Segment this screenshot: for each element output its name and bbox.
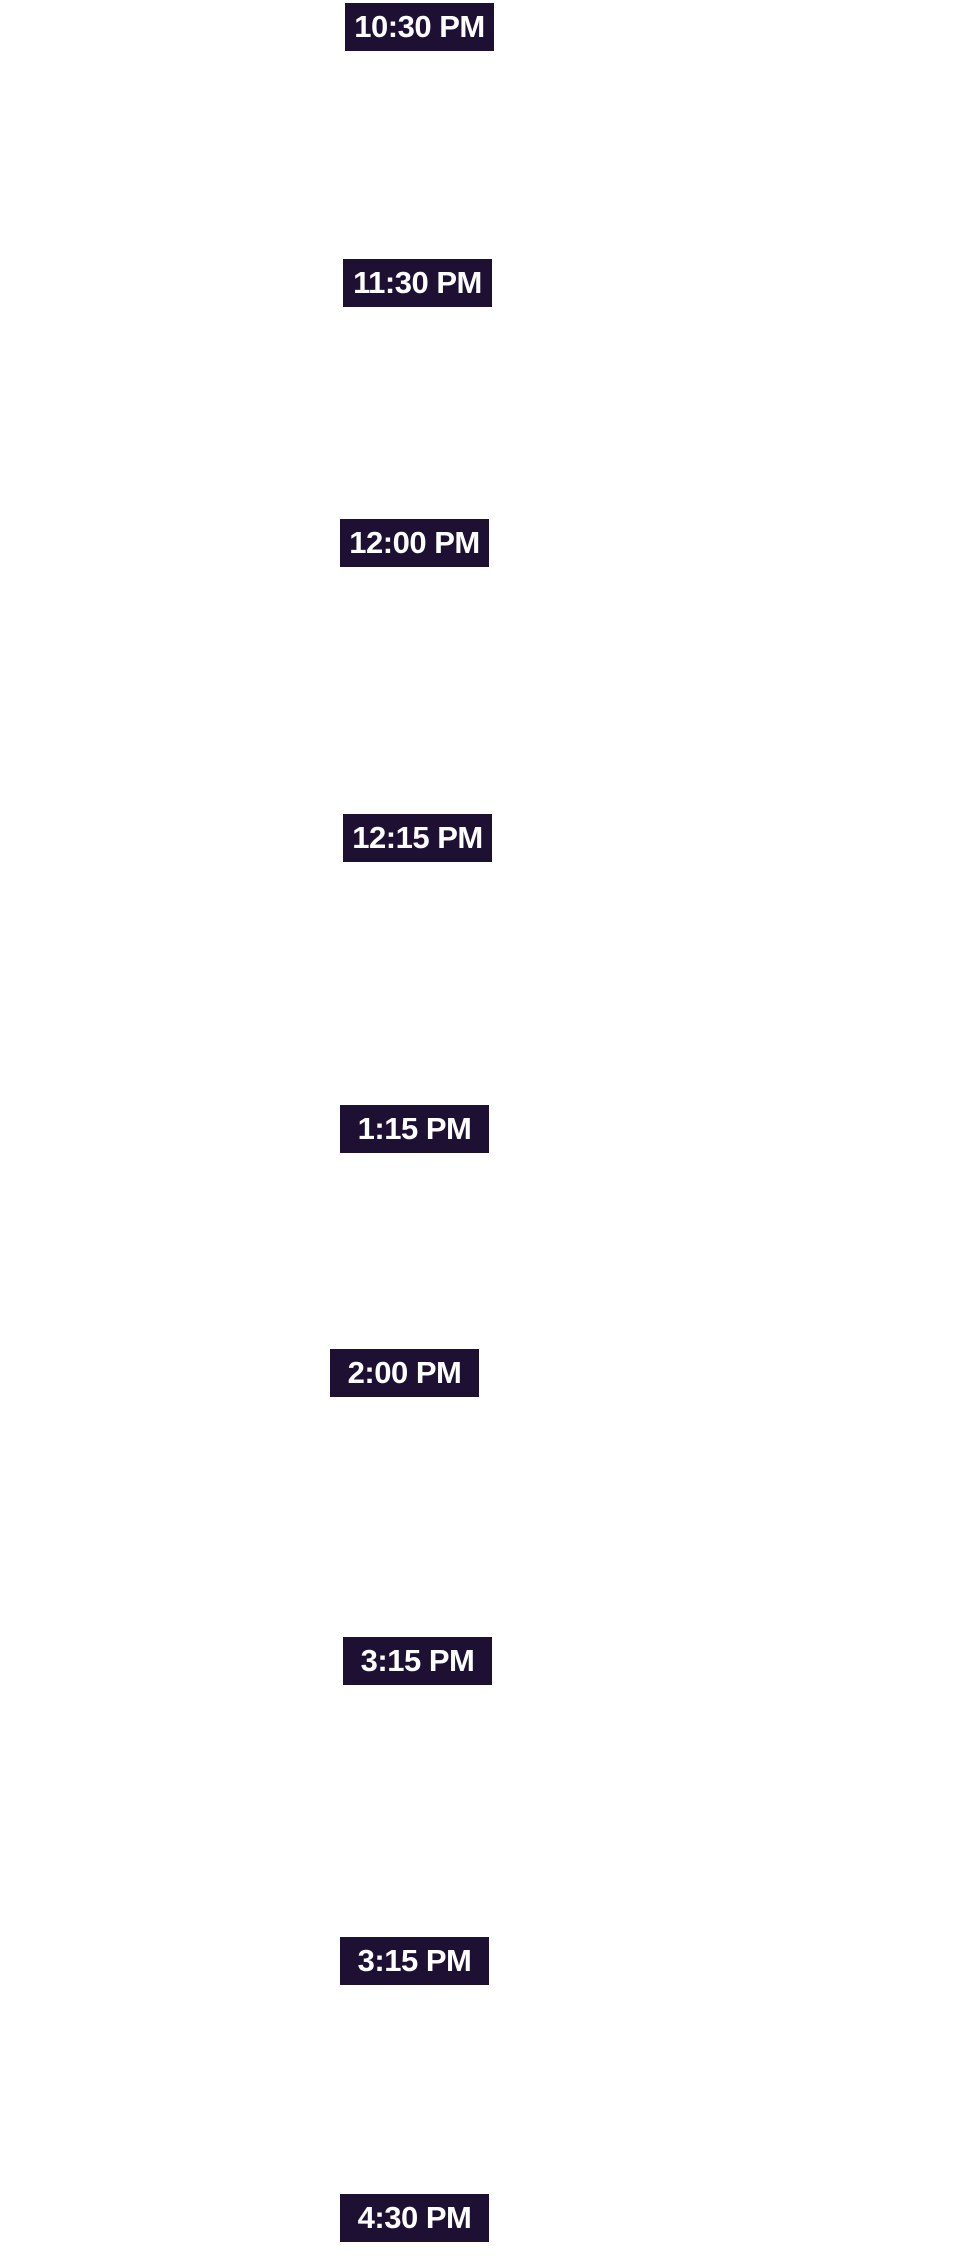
time-badge: 12:00 PM (340, 519, 489, 567)
time-badge: 10:30 PM (345, 3, 494, 51)
time-badge: 3:15 PM (340, 1937, 489, 1985)
time-badge: 4:30 PM (340, 2194, 489, 2242)
time-badge: 2:00 PM (330, 1349, 479, 1397)
time-badge: 1:15 PM (340, 1105, 489, 1153)
time-badge: 11:30 PM (343, 259, 492, 307)
time-badge: 3:15 PM (343, 1637, 492, 1685)
time-badge: 12:15 PM (343, 814, 492, 862)
